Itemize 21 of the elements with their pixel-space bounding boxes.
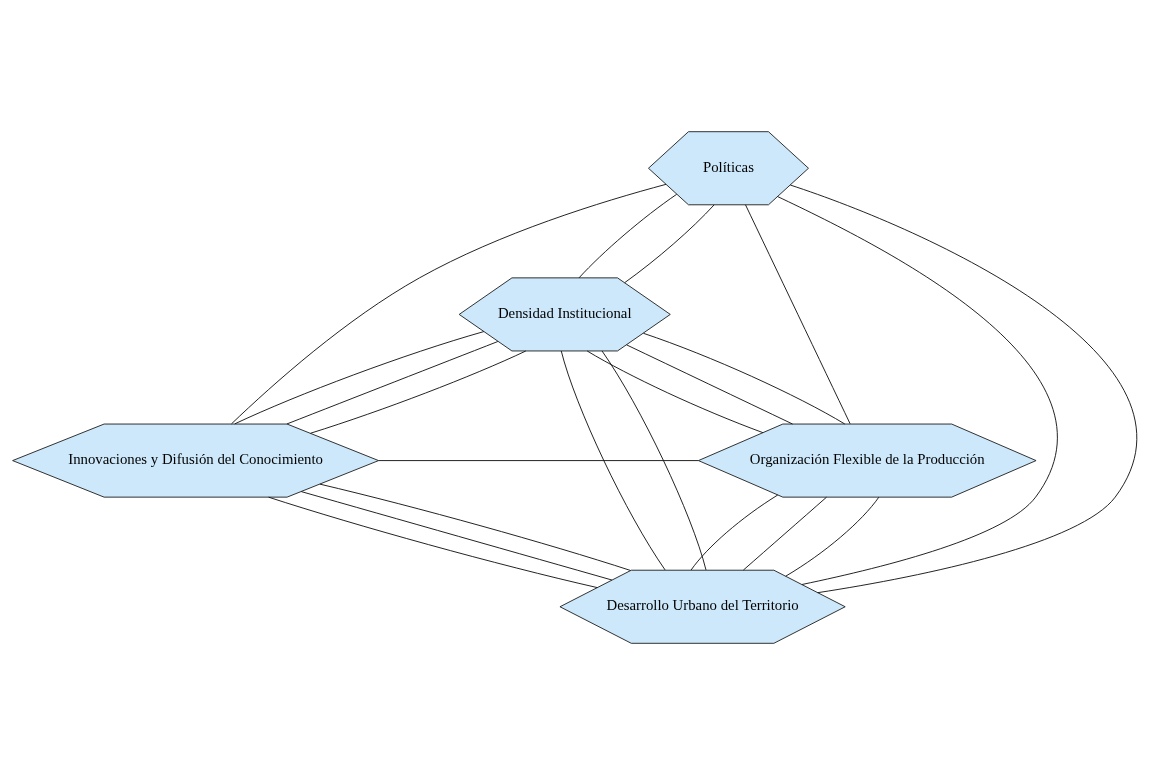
connector	[789, 184, 1137, 593]
connector	[601, 350, 707, 570]
connector	[745, 203, 851, 424]
connector	[578, 193, 678, 278]
connector	[785, 496, 880, 577]
connector	[690, 494, 779, 570]
connector	[560, 350, 666, 570]
connector	[777, 195, 1058, 585]
connector	[310, 350, 527, 434]
connector	[643, 332, 846, 424]
connector	[742, 496, 827, 571]
connector	[378, 459, 699, 461]
connector	[300, 490, 613, 580]
connector	[234, 330, 485, 424]
connector	[319, 483, 631, 571]
connector	[586, 350, 764, 433]
connector	[626, 343, 793, 424]
connector	[268, 496, 598, 588]
connector	[231, 183, 667, 424]
connector	[624, 203, 715, 283]
connector	[286, 340, 499, 424]
